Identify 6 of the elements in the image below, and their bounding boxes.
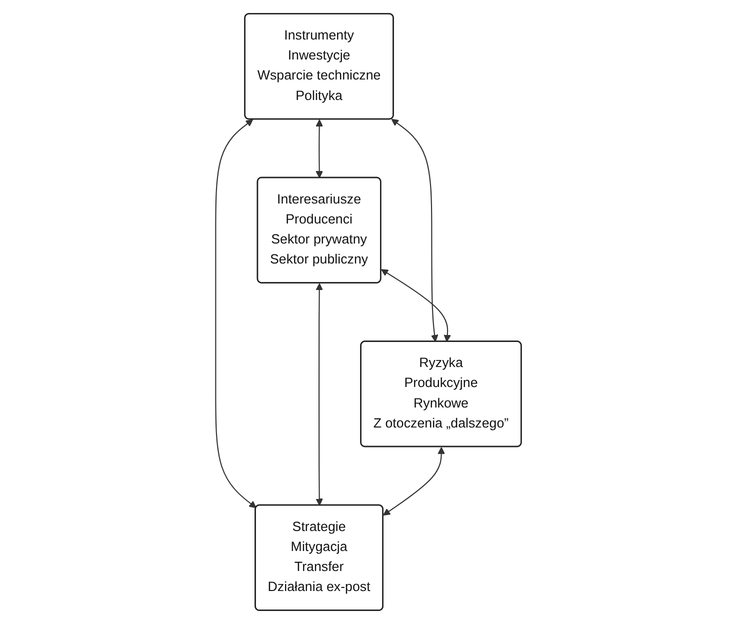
arrow xyxy=(390,118,438,342)
arrow xyxy=(380,268,451,342)
arrow xyxy=(315,118,323,178)
arrow xyxy=(214,118,256,508)
arrow xyxy=(382,446,445,516)
arrow xyxy=(315,282,323,506)
